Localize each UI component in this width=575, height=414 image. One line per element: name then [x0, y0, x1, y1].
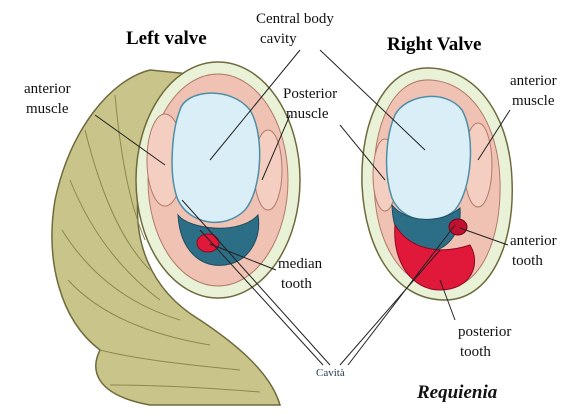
posterior-tooth-label-line1: posterior [458, 323, 511, 341]
right-valve [362, 68, 512, 300]
central-body-label-line1: Central body [256, 10, 334, 28]
median-tooth-label-line2: tooth [281, 275, 312, 293]
anterior-tooth-label-line1: anterior [510, 232, 557, 250]
central-body-label-line2: cavity [260, 30, 297, 48]
genus-label: Requienia [417, 382, 497, 404]
posterior-muscle-label-line1: Posterior [283, 85, 337, 103]
anterior-tooth-label-line2: tooth [512, 252, 543, 270]
cavita-label: Cavità [316, 367, 345, 379]
right-valve-title: Right Valve [387, 34, 482, 56]
median-tooth-label-line1: median [278, 255, 322, 273]
anterior-muscle-right-label-line1: anterior [510, 72, 557, 90]
left-valve-title: Left valve [126, 28, 207, 50]
anterior-muscle-left-label-line1: anterior [24, 80, 71, 98]
anterior-muscle-left-label-line2: muscle [26, 100, 69, 118]
left-valve-opening [136, 62, 300, 298]
anterior-muscle-right-label-line2: muscle [512, 92, 555, 110]
posterior-muscle-label-line2: muscle [286, 105, 329, 123]
posterior-tooth-label-line2: tooth [460, 343, 491, 361]
